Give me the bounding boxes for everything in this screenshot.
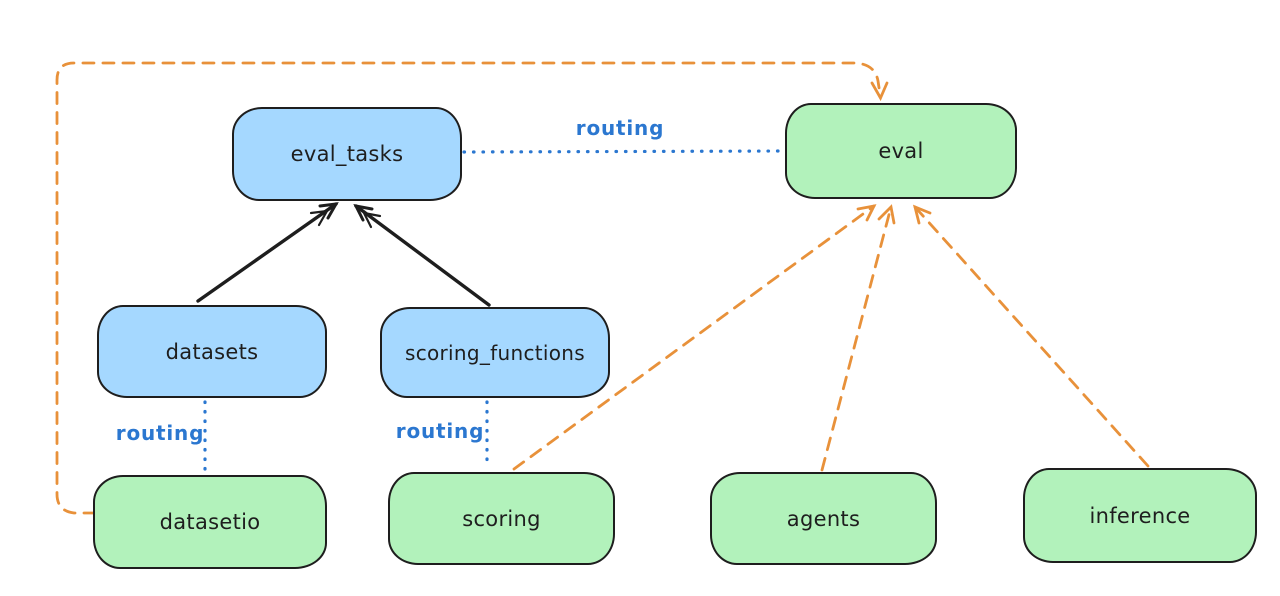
node-agents: agents [710,472,937,565]
edge-datasets-to-eval_tasks [196,202,339,303]
node-eval-label: eval [878,139,924,163]
node-scoring_functions: scoring_functions [380,307,610,398]
routing-label-scoring_functions-scoring: routing [395,419,485,443]
node-scoring-label: scoring [462,506,541,531]
node-datasets: datasets [97,305,327,398]
edge-datasetio-to-eval [55,61,889,515]
edge-scoring-to-eval [512,204,877,471]
node-datasets-label: datasets [165,339,259,364]
node-eval: eval [785,103,1017,199]
edge-agents-to-eval [820,204,896,472]
node-eval_tasks: eval_tasks [232,107,462,201]
edge-eval_tasks-to-eval-routing [462,149,785,154]
arrowhead-into-eval-top [870,81,889,102]
node-inference-label: inference [1089,503,1191,528]
node-eval_tasks-label: eval_tasks [290,142,404,166]
node-scoring_functions-label: scoring_functions [404,340,586,365]
node-agents-label: agents [786,506,861,531]
node-inference: inference [1023,468,1257,563]
routing-label-eval_tasks-eval: routing [575,116,665,140]
edge-scoring_functions-to-eval_tasks [353,203,491,307]
node-datasetio: datasetio [93,475,327,569]
node-datasetio-label: datasetio [159,510,261,534]
routing-label-datasets-datasetio: routing [115,421,205,445]
node-scoring: scoring [388,472,615,565]
edge-inference-to-eval [912,204,1150,468]
